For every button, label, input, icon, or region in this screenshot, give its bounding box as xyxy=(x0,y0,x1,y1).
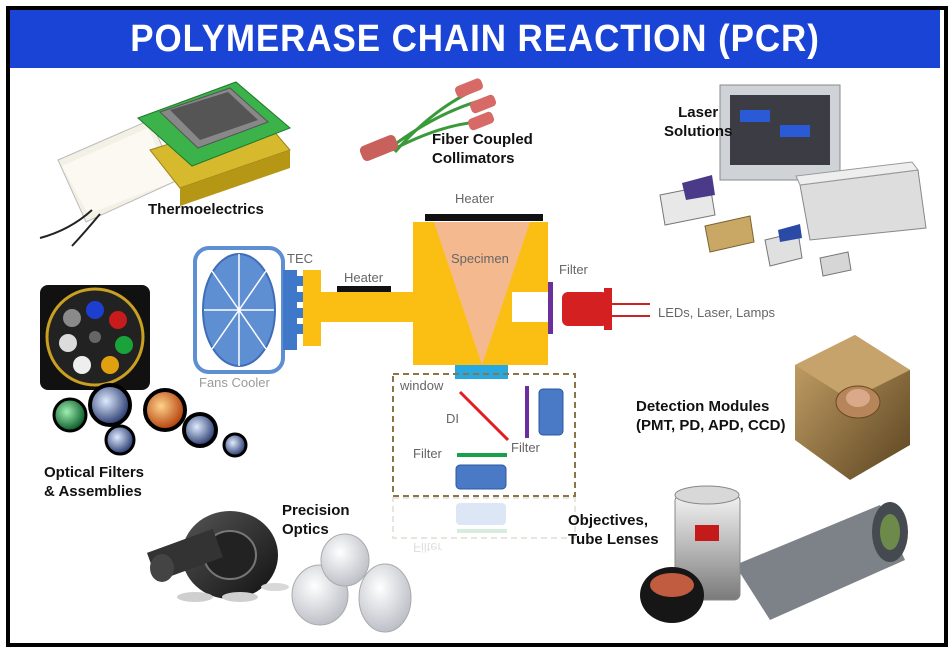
filter-reflection-label: Filter xyxy=(413,540,442,555)
optical-window xyxy=(455,365,508,379)
bottom-detector xyxy=(455,464,507,490)
dichroic-label: DI xyxy=(446,411,459,426)
tec-fins xyxy=(283,270,303,350)
led-source xyxy=(562,288,650,330)
top-heater-strip xyxy=(425,214,543,221)
left-filter-label: Filter xyxy=(413,446,442,461)
arm-heater-strip xyxy=(337,286,391,292)
arm-heater-label: Heater xyxy=(344,270,384,285)
thermoelectrics-label: Thermoelectrics xyxy=(148,201,264,218)
heat-block-arm xyxy=(321,292,413,322)
detection-modules-label: Detection Modules (PMT, PD, APD, CCD) xyxy=(636,398,786,434)
fiber-collimator-image xyxy=(359,78,497,162)
optical-filters-label: Optical Filters & Assemblies xyxy=(44,464,145,500)
inner-filter-label: Filter xyxy=(511,440,540,455)
excitation-filter xyxy=(548,282,553,334)
heat-block-tab xyxy=(303,270,321,346)
window-label: window xyxy=(400,378,444,393)
detection-path-box xyxy=(392,373,576,497)
precision-optics-image xyxy=(146,511,412,633)
specimen-cone xyxy=(434,222,530,365)
top-heater-label: Heater xyxy=(455,191,495,206)
pcr-schematic xyxy=(193,214,650,539)
page-title: POLYMERASE CHAIN REACTION (PCR) xyxy=(130,17,820,60)
objectives-label: Objectives, Tube Lenses xyxy=(568,512,659,548)
emission-filter xyxy=(457,453,507,457)
objective-lens-image xyxy=(640,485,908,623)
laser-solutions-label: Laser Solutions xyxy=(664,104,733,140)
detection-module-image xyxy=(795,335,910,480)
diagram-reflection xyxy=(392,497,576,539)
dichroic-mirror xyxy=(458,390,510,442)
specimen-label: Specimen xyxy=(451,251,509,266)
laser-solutions-image xyxy=(659,84,927,277)
title-banner xyxy=(10,10,940,68)
side-detector xyxy=(538,388,564,436)
right-filter-label: Filter xyxy=(559,262,588,277)
optical-filters-image xyxy=(40,285,248,458)
tec-label: TEC xyxy=(287,251,313,266)
precision-optics-label: Precision Optics xyxy=(282,502,350,538)
thermoelectric-module-image xyxy=(39,81,291,247)
inner-filter xyxy=(525,386,529,438)
fiber-collimators-label: Fiber Coupled Collimators xyxy=(432,131,533,167)
fans-cooler-label: Fans Cooler xyxy=(199,375,270,390)
light-source-label: LEDs, Laser, Lamps xyxy=(658,305,776,320)
